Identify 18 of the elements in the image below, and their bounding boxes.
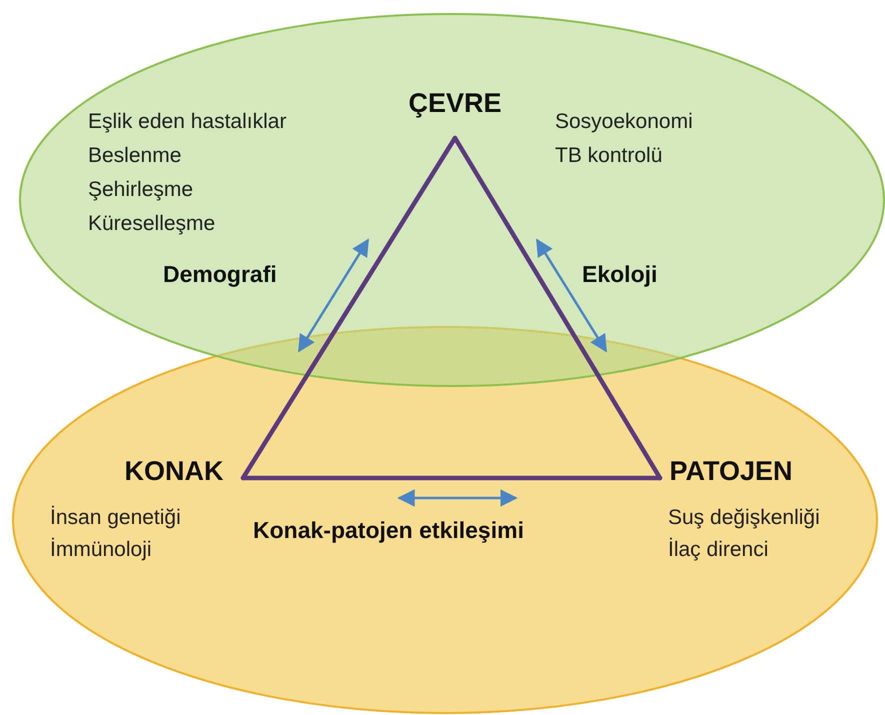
- relation-label: Konak-patojen etkileşimi: [253, 518, 524, 542]
- factor-text: TB kontrolü: [555, 144, 662, 168]
- factor-text: İlaç direnci: [668, 538, 768, 562]
- factor-text: Eşlik eden hastalıklar: [88, 110, 286, 134]
- triangle-side: [452, 136, 662, 480]
- vertex-title: ÇEVRE: [408, 88, 502, 119]
- relation-label: Ekoloji: [582, 262, 658, 286]
- factor-text: İmmünoloji: [50, 538, 152, 562]
- factor-text: Sosyoekonomi: [555, 110, 693, 134]
- relation-label: Demografi: [163, 262, 277, 286]
- factor-text: Beslenme: [88, 144, 182, 168]
- factor-text: İnsan genetiği: [50, 506, 181, 530]
- triangle-side: [240, 476, 662, 480]
- factor-text: Şehirleşme: [88, 178, 194, 202]
- vertex-title: PATOJEN: [669, 456, 793, 487]
- factor-text: Küreselleşme: [88, 212, 216, 236]
- factor-text: Suş değişkenliği: [668, 506, 820, 530]
- vertex-title: KONAK: [124, 456, 224, 487]
